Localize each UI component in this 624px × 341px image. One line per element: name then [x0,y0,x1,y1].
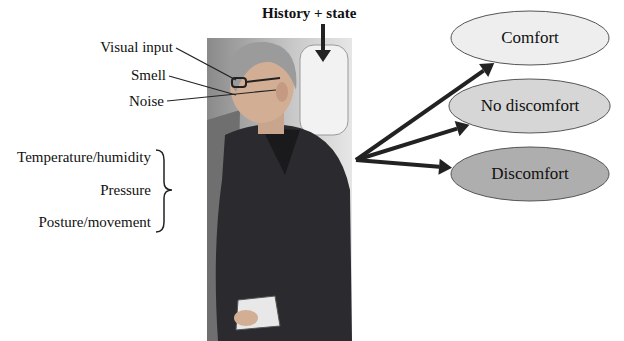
output-arrow [356,129,457,160]
leader-lines [167,48,276,101]
outcome-ellipse: Discomfort [450,146,610,202]
outcome-text: No discomfort [448,96,611,116]
input-label: Temperature/humidity [17,148,151,166]
input-label: Pressure [100,181,151,199]
outcome-text: Discomfort [450,164,610,184]
input-heading: History + state [262,4,356,22]
input-label: Smell [131,66,166,84]
outcome-ellipse: Comfort [450,10,610,66]
input-arrow-shaft [321,24,325,52]
leader-line [176,48,236,80]
leader-line [169,76,236,95]
input-label: Noise [129,92,164,110]
outcome-ellipse: No discomfort [448,78,611,134]
input-label: Posture/movement [39,213,152,231]
output-arrow [356,160,439,167]
outcome-text: Comfort [450,28,610,48]
input-label: Visual input [100,38,173,56]
input-arrow-head [315,50,331,62]
arrow-head [438,159,452,175]
brace [156,150,172,232]
person-photo [207,38,352,341]
arrow-head [479,63,494,77]
leader-line [167,90,276,101]
